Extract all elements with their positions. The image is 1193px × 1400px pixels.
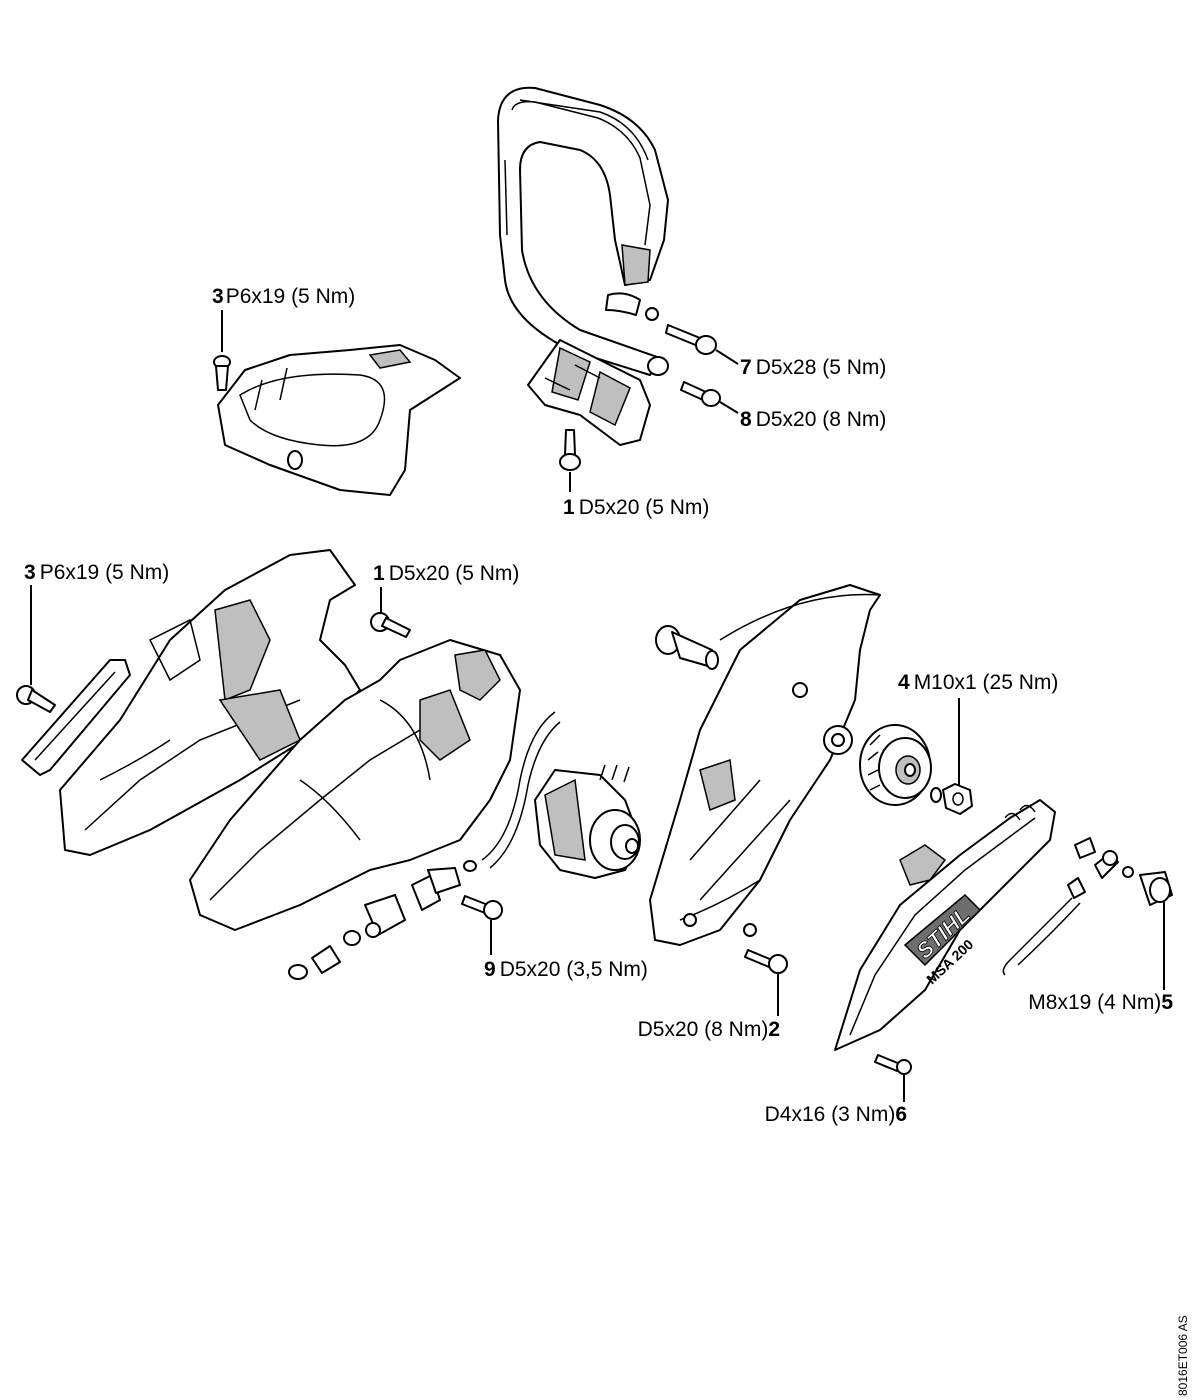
motor-housing — [189, 639, 521, 931]
chain-sprocket-cover: STIHL MSA 200 — [834, 799, 1056, 1051]
tensioner-parts — [1002, 837, 1173, 976]
callout-6: D4x16 (3 Nm)6 — [765, 1103, 907, 1126]
screw-8 — [680, 381, 721, 407]
drawing-code: 8016ET006 AS — [1176, 1315, 1190, 1396]
screw-2 — [744, 949, 788, 974]
hex-nut — [942, 783, 973, 815]
screw-1-mid — [370, 612, 411, 638]
screw-1-top — [559, 429, 581, 471]
front-handle-bar — [497, 86, 669, 376]
chain-sprocket — [859, 724, 942, 806]
screw-3-top — [213, 355, 231, 391]
screw-9 — [461, 895, 503, 920]
drive-shaft-pin — [655, 625, 719, 670]
callout-2: D5x20 (8 Nm)2 — [638, 1018, 780, 1041]
oil-pump-parts — [288, 711, 561, 980]
callout-5: M8x19 (4 Nm)5 — [1028, 991, 1173, 1014]
gearbox-housing — [649, 584, 881, 946]
handle-clamp — [527, 339, 651, 446]
screw-6 — [874, 1054, 912, 1075]
side-guard-strip — [21, 659, 131, 776]
top-housing-cover — [217, 344, 461, 496]
leader-lines — [30, 310, 1165, 1102]
screw-3-left — [16, 685, 56, 713]
callout-3-top: 3P6x19 (5 Nm) — [212, 285, 355, 308]
electric-motor — [534, 764, 641, 879]
screw-7 — [665, 324, 717, 355]
left-housing-shell — [59, 549, 361, 856]
